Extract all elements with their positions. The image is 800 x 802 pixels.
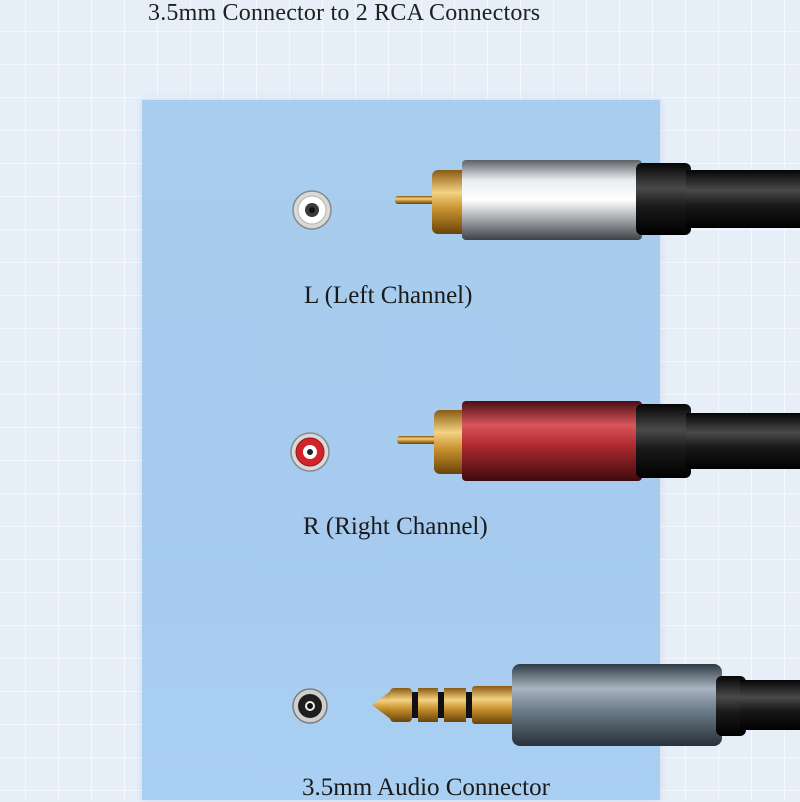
left-channel-label: L (Left Channel) — [304, 282, 473, 309]
rca-jack-red-icon — [290, 432, 330, 472]
right-channel-label: R (Right Channel) — [303, 513, 488, 540]
rca-jack-white-icon — [292, 190, 332, 230]
page-title: 3.5mm Connector to 2 RCA Connectors — [148, 0, 541, 26]
audio-connector-label: 3.5mm Audio Connector — [302, 774, 550, 801]
audio-jack-3.5mm-icon — [292, 688, 328, 724]
connector-panel — [142, 100, 660, 800]
